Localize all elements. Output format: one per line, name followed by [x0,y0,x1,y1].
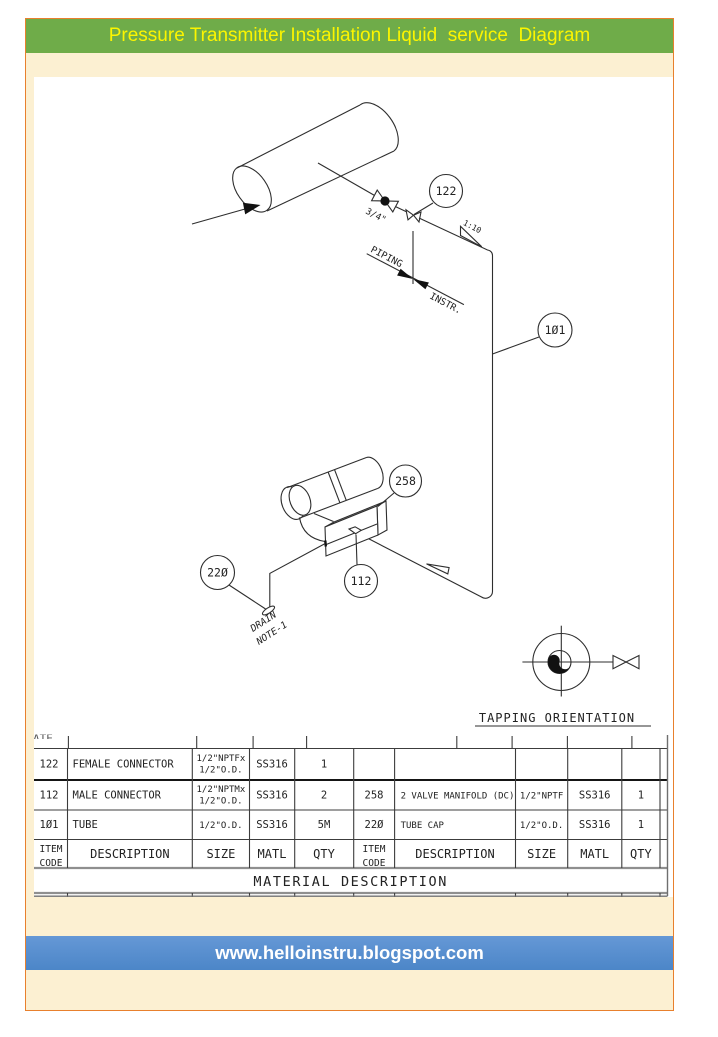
tapping-orientation-label: TAPPING ORIENTATION [479,711,635,725]
header-description: DESCRIPTION [90,847,169,861]
header-qty: QTY [313,847,335,861]
female-connector-symbol [405,208,422,224]
header-code2: CODE [363,858,386,869]
header-size: SIZE [206,847,235,861]
table-row-122: 122 FEMALE CONNECTOR 1/2"NPTFx 1/2"O.D. … [40,754,328,776]
cell-desc: TUBE [73,819,98,831]
header-matl2: MATL [580,847,609,861]
pressure-transmitter [280,456,384,543]
page-title: Pressure Transmitter Installation Liquid… [108,25,591,46]
cell-desc2: 2 VALVE MANIFOLD (DC) [401,792,515,802]
table-header-row: ITEM CODE DESCRIPTION SIZE MATL QTY ITEM… [40,844,653,869]
cell-size1: 1/2"NPTFx [197,754,246,764]
cell-size2: 1/2"NPTF [520,792,563,802]
cell-matl2: SS316 [579,790,611,802]
header-matl: MATL [258,847,287,861]
balloon-258-label: 258 [395,474,416,488]
table-row-112-258: 112 MALE CONNECTOR 1/2"NPTMx 1/2"O.D. SS… [40,785,645,807]
root-valve [317,162,409,213]
header-item2: ITEM [363,844,386,855]
cell-code2: 22Ø [365,819,385,831]
cell-size1: 1/2"NPTMx [197,785,246,795]
cell-qty: 5M [318,819,331,831]
table-column-lines [66,748,661,868]
tapping-orientation-symbol [522,625,640,697]
drain-line [261,543,326,616]
header-qty2: QTY [630,847,652,861]
piping-diagram: 3/4" 1:10 PIPING [34,102,669,897]
process-pipe [232,102,399,213]
cell-matl2: SS316 [579,819,611,831]
balloon-101: 1Ø1 [492,312,573,355]
tap-size-label: 3/4" [364,207,388,226]
balloon-122-label: 122 [436,184,457,198]
cell-matl: SS316 [256,759,288,771]
cell-desc2: TUBE CAP [401,821,445,831]
header-description2: DESCRIPTION [415,847,494,861]
flow-arrow-inlet [191,202,261,225]
cell-size2: 1/2"O.D. [520,821,563,831]
flow-arrow-tube [426,563,450,575]
cell-matl: SS316 [256,819,288,831]
balloon-112: 112 [343,534,379,599]
cell-code: 112 [40,790,59,802]
table-top-ticks [67,736,633,749]
cell-size1: 1/2"O.D. [199,821,242,831]
drawing-canvas: 3/4" 1:10 PIPING [34,77,673,897]
cell-size2: 1/2"O.D. [199,766,242,776]
cell-qty2: 1 [638,790,644,802]
table-row-101-220: 1Ø1 TUBE 1/2"O.D. SS316 5M 22Ø TUBE CAP … [40,819,645,831]
cell-qty: 2 [321,790,327,802]
manifold-block [324,500,388,557]
header-code: CODE [40,858,63,869]
cell-matl: SS316 [256,790,288,802]
drain-note: DRAIN NOTE-1 [248,610,290,648]
cell-code: 122 [40,759,59,771]
balloon-220: 22Ø [199,554,266,610]
header-size2: SIZE [527,847,556,861]
male-connector-symbol [347,526,363,535]
cell-size2: 1/2"O.D. [199,797,242,807]
footer-url: www.helloinstru.blogspot.com [215,942,484,963]
balloon-101-label: 1Ø1 [545,323,566,337]
material-table: ATE [34,732,669,897]
cell-code2: 258 [365,790,384,802]
cell-code: 1Ø1 [40,819,59,831]
balloon-220-label: 22Ø [207,566,228,580]
balloon-112-label: 112 [351,574,372,588]
balloon-258: 258 [377,464,423,507]
piping-instr-boundary [366,231,465,306]
table-title: MATERIAL DESCRIPTION [253,874,448,890]
cell-qty2: 1 [638,819,644,831]
tube-cap-symbol [261,605,276,616]
balloon-122: 122 [413,173,464,215]
title-bar: Pressure Transmitter Installation Liquid… [26,19,673,53]
clipped-text-fragment: ATE [34,732,53,745]
header-item: ITEM [40,844,63,855]
cell-qty: 1 [321,759,327,771]
footer-bar: www.helloinstru.blogspot.com [26,936,673,970]
cell-desc: MALE CONNECTOR [73,790,162,802]
impulse-tube [360,217,494,599]
cell-desc: FEMALE CONNECTOR [73,759,175,771]
